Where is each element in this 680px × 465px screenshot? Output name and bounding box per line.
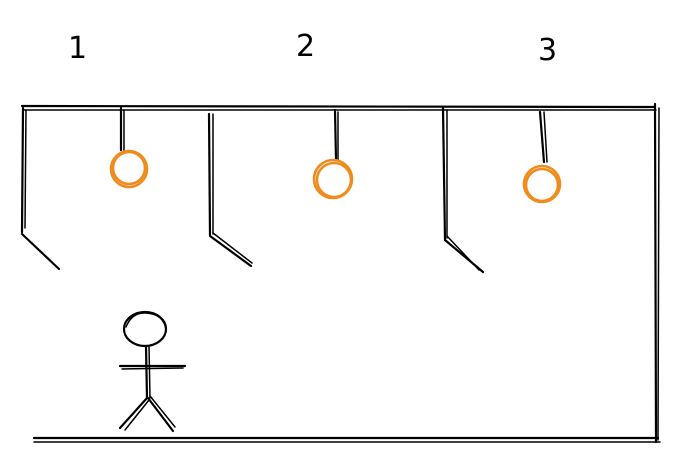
ceiling-line <box>20 104 657 111</box>
bulb-1 <box>109 106 149 189</box>
room-label-2: 2 <box>296 29 315 64</box>
switch-1 <box>20 106 61 271</box>
stick-figure-left-leg <box>118 396 149 430</box>
room-label-1: 1 <box>68 31 87 66</box>
stick-figure-body <box>144 344 149 400</box>
bulb-2 <box>312 108 354 200</box>
room-label-3: 3 <box>538 33 557 68</box>
switch-2 <box>207 112 253 268</box>
stick-figure <box>118 310 187 433</box>
bulb-3 <box>522 110 562 204</box>
right-wall <box>653 102 660 444</box>
stick-figure-right-leg <box>146 396 175 433</box>
switch-3 <box>441 106 485 274</box>
floor-line <box>32 436 661 443</box>
